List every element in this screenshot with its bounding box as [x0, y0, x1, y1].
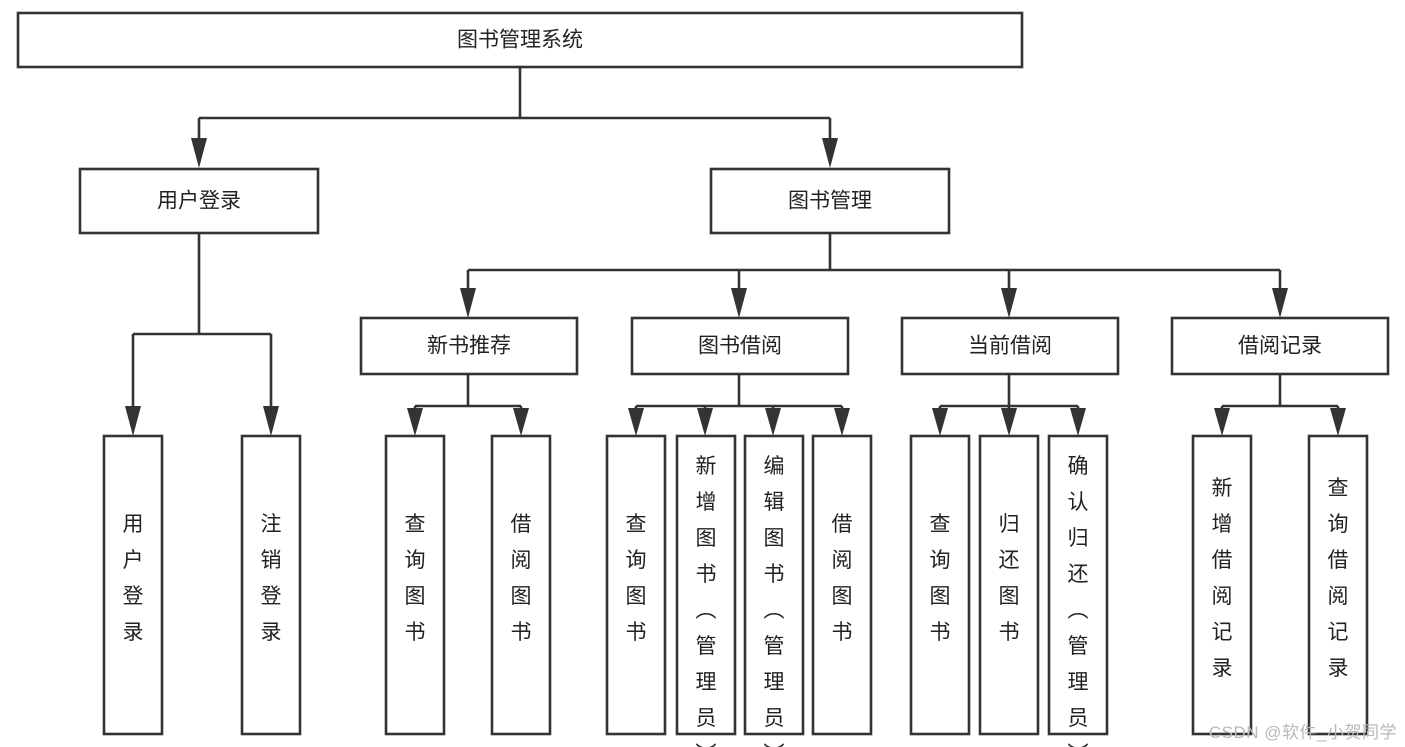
node-leaf-query-book-1-label: 查询图书 [405, 513, 426, 644]
node-leaf-query-book-1-box[interactable] [384, 434, 446, 736]
connector-group-new-book-recommend [407, 374, 529, 436]
connector-group-root [191, 67, 838, 168]
node-current-borrow[interactable]: 当前借阅 [900, 316, 1120, 376]
node-leaf-add-record[interactable]: 新增借阅记录 [1191, 434, 1253, 736]
node-leaf-confirm-return-label: 确认归还︵管理员︶ [1068, 455, 1089, 747]
arrowhead-leaf-borrow-book-1 [513, 408, 529, 436]
node-book-manage-box[interactable] [709, 167, 951, 235]
arrowhead-leaf-add-book [697, 408, 713, 436]
node-leaf-query-book-3[interactable]: 查询图书 [909, 434, 971, 736]
node-leaf-borrow-book-1-label: 借阅图书 [511, 513, 532, 644]
node-book-borrow-box[interactable] [630, 316, 850, 376]
node-leaf-query-book-1[interactable]: 查询图书 [384, 434, 446, 736]
node-user-login-label: 用户登录 [157, 190, 241, 213]
node-leaf-query-record[interactable]: 查询借阅记录 [1307, 434, 1369, 736]
node-new-book-recommend[interactable]: 新书推荐 [359, 316, 579, 376]
connector-group-current-borrow [932, 374, 1086, 436]
arrowhead-leaf-borrow-book-2 [834, 408, 850, 436]
connector-group-borrow-record [1214, 374, 1346, 436]
node-leaf-add-book-label: 新增图书︵管理员︶ [696, 455, 717, 747]
node-root[interactable]: 图书管理系统 [16, 11, 1024, 69]
node-borrow-record[interactable]: 借阅记录 [1170, 316, 1390, 376]
arrowhead-leaf-logout-login [263, 406, 279, 436]
node-leaf-user-login[interactable]: 用户登录 [102, 434, 164, 736]
node-leaf-add-book-box[interactable] [675, 434, 737, 736]
node-root-box[interactable] [16, 11, 1024, 69]
node-leaf-query-book-2-box[interactable] [605, 434, 667, 736]
node-leaf-query-book-2-label: 查询图书 [626, 513, 647, 644]
node-leaf-edit-book-box[interactable] [743, 434, 805, 736]
node-leaf-logout-login-box[interactable] [240, 434, 302, 736]
node-book-manage-label: 图书管理 [788, 190, 872, 213]
node-leaf-logout-login-label: 注销登录 [261, 513, 282, 644]
node-book-borrow-label: 图书借阅 [698, 335, 782, 358]
node-new-book-recommend-label: 新书推荐 [427, 335, 511, 358]
node-leaf-add-record-label: 新增借阅记录 [1212, 477, 1233, 680]
arrowhead-borrow-record [1272, 288, 1288, 318]
node-leaf-add-book[interactable]: 新增图书︵管理员︶ [675, 434, 737, 747]
node-leaf-confirm-return-box[interactable] [1047, 434, 1109, 736]
arrowhead-user-login [191, 138, 207, 168]
arrowhead-leaf-user-login [125, 406, 141, 436]
node-leaf-user-login-box[interactable] [102, 434, 164, 736]
node-leaf-borrow-book-2-box[interactable] [811, 434, 873, 736]
node-book-borrow[interactable]: 图书借阅 [630, 316, 850, 376]
arrowhead-leaf-add-record [1214, 408, 1230, 436]
node-leaf-query-record-box[interactable] [1307, 434, 1369, 736]
node-leaf-borrow-book-2[interactable]: 借阅图书 [811, 434, 873, 736]
node-leaf-edit-book[interactable]: 编辑图书︵管理员︶ [743, 434, 805, 747]
node-leaf-return-book[interactable]: 归还图书 [978, 434, 1040, 736]
arrowhead-book-manage [822, 138, 838, 168]
node-borrow-record-label: 借阅记录 [1238, 335, 1322, 358]
node-leaf-logout-login[interactable]: 注销登录 [240, 434, 302, 736]
node-new-book-recommend-box[interactable] [359, 316, 579, 376]
arrowhead-new-book-recommend [460, 288, 476, 318]
node-leaf-return-book-box[interactable] [978, 434, 1040, 736]
connector-group-user-login [125, 233, 279, 436]
node-book-manage[interactable]: 图书管理 [709, 167, 951, 235]
node-leaf-query-book-3-box[interactable] [909, 434, 971, 736]
node-user-login-box[interactable] [78, 167, 320, 235]
arrowhead-leaf-query-book-3 [932, 408, 948, 436]
connector-group-book-manage [460, 233, 1288, 318]
arrowhead-leaf-confirm-return [1070, 408, 1086, 436]
node-leaf-query-record-label: 查询借阅记录 [1328, 477, 1349, 680]
arrowhead-leaf-edit-book [765, 408, 781, 436]
node-root-label: 图书管理系统 [457, 29, 583, 52]
arrowhead-leaf-query-book-1 [407, 408, 423, 436]
node-leaf-edit-book-label: 编辑图书︵管理员︶ [764, 455, 785, 747]
node-leaf-add-record-box[interactable] [1191, 434, 1253, 736]
node-leaf-borrow-book-2-label: 借阅图书 [832, 513, 853, 644]
arrowhead-current-borrow [1001, 288, 1017, 318]
node-leaf-query-book-3-label: 查询图书 [930, 513, 951, 644]
node-current-borrow-box[interactable] [900, 316, 1120, 376]
node-leaf-confirm-return[interactable]: 确认归还︵管理员︶ [1047, 434, 1109, 747]
arrowhead-leaf-query-book-2 [628, 408, 644, 436]
arrowhead-book-borrow [731, 288, 747, 318]
node-leaf-user-login-label: 用户登录 [123, 513, 144, 644]
node-borrow-record-box[interactable] [1170, 316, 1390, 376]
node-user-login[interactable]: 用户登录 [78, 167, 320, 235]
node-current-borrow-label: 当前借阅 [968, 335, 1052, 358]
node-leaf-borrow-book-1-box[interactable] [490, 434, 552, 736]
arrowhead-leaf-return-book [1001, 408, 1017, 436]
node-leaf-query-book-2[interactable]: 查询图书 [605, 434, 667, 736]
node-leaf-borrow-book-1[interactable]: 借阅图书 [490, 434, 552, 736]
connector-group-book-borrow [628, 374, 850, 436]
arrowhead-leaf-query-record [1330, 408, 1346, 436]
node-leaf-return-book-label: 归还图书 [999, 513, 1020, 644]
